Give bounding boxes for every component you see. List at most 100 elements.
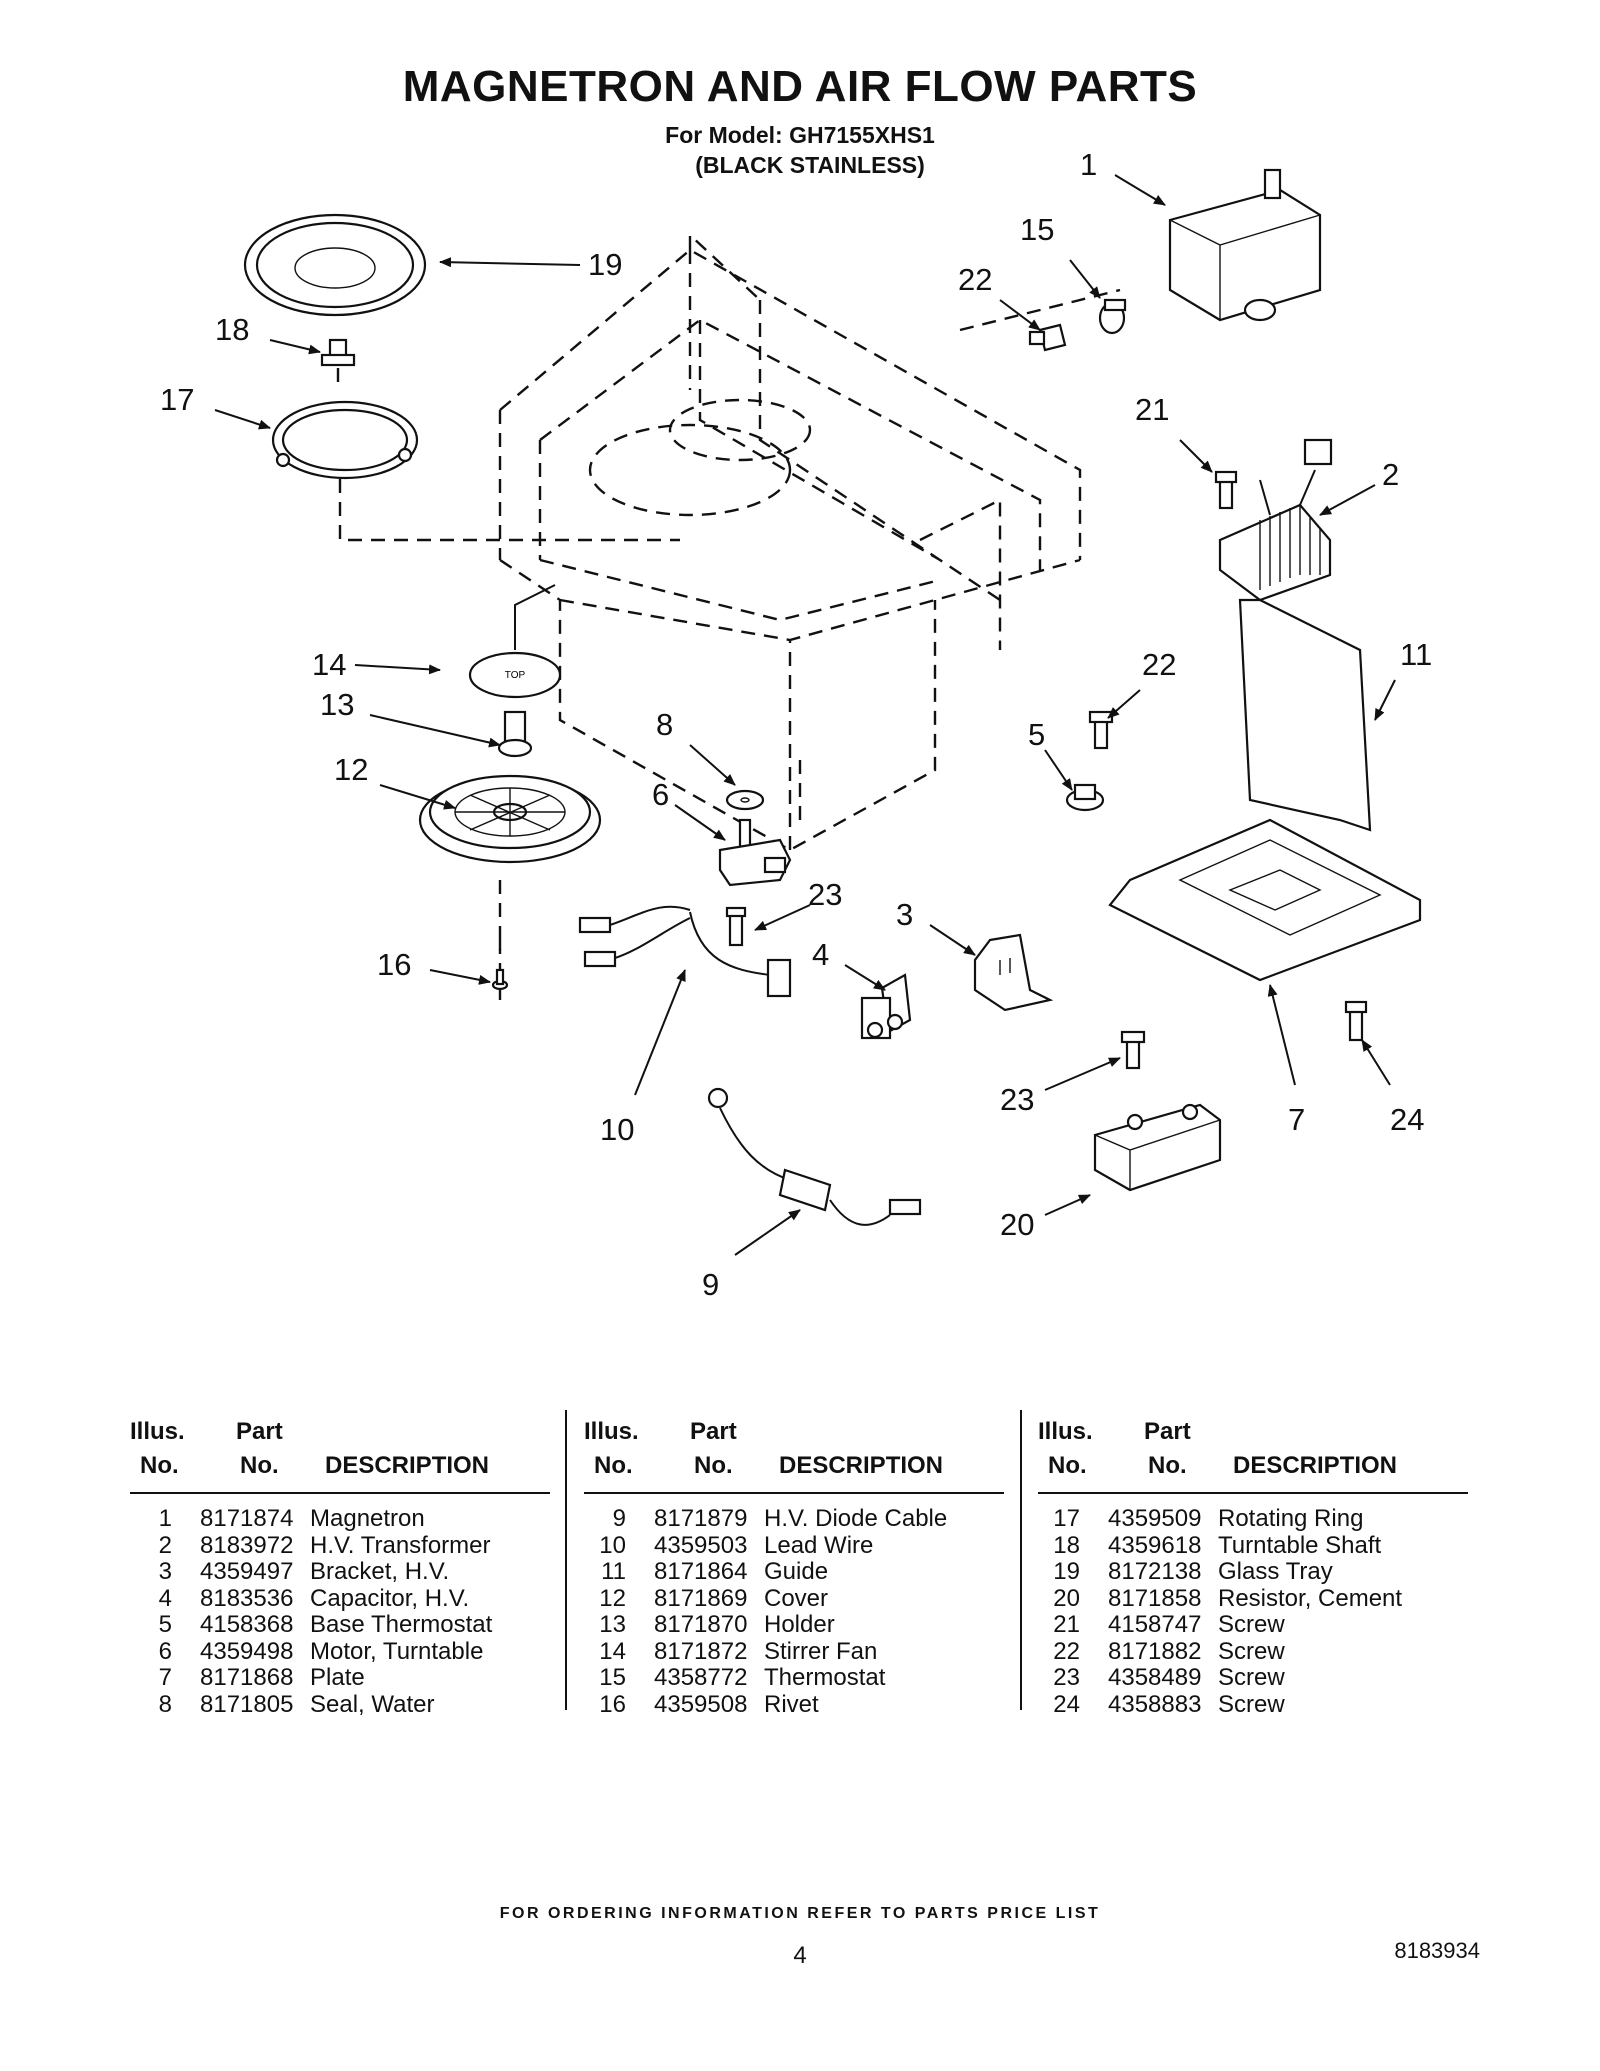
- document-number: 8183934: [1394, 1938, 1480, 1963]
- callout-17: 17: [160, 382, 194, 417]
- part-number: 4359497: [200, 1558, 294, 1585]
- part-description: Screw: [1218, 1690, 1285, 1718]
- part-description: Motor, Turntable: [310, 1637, 484, 1665]
- motor-screw: [725, 906, 747, 947]
- lead-wire: [578, 905, 792, 998]
- hv-diode-cable: [707, 1087, 922, 1226]
- part-description: Bracket, H.V.: [310, 1558, 450, 1585]
- callout-2: 2: [1382, 457, 1399, 492]
- illus-number: 21: [1053, 1611, 1080, 1638]
- table-row: 10 4359503 Lead Wire: [584, 1531, 1004, 1560]
- header-description: DESCRIPTION: [1233, 1452, 1398, 1479]
- part-number: 4359503: [654, 1531, 748, 1559]
- part-number: 8183536: [200, 1584, 294, 1612]
- part-description: Resistor, Cement: [1218, 1584, 1403, 1612]
- transformer-screw: [1214, 470, 1238, 510]
- page-title: MAGNETRON AND AIR FLOW PARTS: [402, 62, 1198, 111]
- page-number: 4: [793, 1942, 807, 1969]
- part-description: Thermostat: [764, 1664, 886, 1691]
- callout-21: 21: [1135, 392, 1169, 427]
- table-row: 24 4358883 Screw: [1038, 1690, 1458, 1719]
- callout-labels: 1 2 3 4 5 6 7 8 9 10 11 12 13 14 15 16 1…: [160, 147, 1432, 1302]
- part-number: 4359618: [1108, 1531, 1202, 1559]
- header-illus: Illus.: [130, 1418, 185, 1445]
- part-description: Screw: [1218, 1637, 1285, 1665]
- illus-number: 6: [158, 1637, 172, 1665]
- callout-6: 6: [652, 777, 669, 812]
- illus-number: 15: [599, 1664, 626, 1691]
- illus-number: 3: [158, 1558, 172, 1585]
- part-number: 8171869: [654, 1584, 748, 1612]
- part-number: 8183972: [200, 1531, 294, 1559]
- illus-number: 16: [599, 1690, 626, 1718]
- header-part: Part: [1144, 1418, 1191, 1445]
- illus-number: 24: [1053, 1690, 1080, 1718]
- stirrer-fan: TOP: [468, 584, 562, 699]
- illus-number: 17: [1053, 1505, 1080, 1532]
- callout-1: 1: [1080, 147, 1097, 182]
- callout-8: 8: [656, 707, 673, 742]
- part-description: Lead Wire: [764, 1531, 874, 1559]
- part-description: Screw: [1218, 1664, 1285, 1691]
- hv-transformer: [1218, 438, 1333, 602]
- header-illus: Illus.: [1038, 1418, 1093, 1445]
- illus-number: 13: [599, 1611, 626, 1638]
- part-number: 4359508: [654, 1690, 748, 1718]
- plate-screw: [1344, 1000, 1368, 1042]
- callout-22-mid: 22: [1142, 647, 1176, 682]
- part-number: 8171805: [200, 1690, 294, 1718]
- part-number: 4359498: [200, 1637, 294, 1665]
- rotating-ring: [271, 400, 419, 480]
- part-number: 4358772: [654, 1664, 748, 1691]
- column-divider: [565, 1410, 567, 1710]
- illus-number: 22: [1053, 1637, 1080, 1665]
- table-row: 15 4358772 Thermostat: [584, 1664, 1004, 1692]
- part-number: 8171882: [1108, 1637, 1202, 1665]
- hv-bracket: [973, 933, 1054, 1012]
- header-illus-no: No.: [1048, 1452, 1087, 1479]
- illus-number: 10: [599, 1531, 626, 1559]
- header-part-no: No.: [240, 1452, 279, 1479]
- part-number: 8172138: [1108, 1558, 1202, 1585]
- magnetron: [1168, 168, 1322, 322]
- part-description: Capacitor, H.V.: [310, 1584, 470, 1612]
- part-description: Plate: [310, 1664, 365, 1691]
- table-row: 3 4359497 Bracket, H.V.: [130, 1558, 550, 1586]
- callout-10: 10: [600, 1112, 634, 1147]
- base-thermostat-screw: [1088, 710, 1114, 750]
- callout-15: 15: [1020, 212, 1054, 247]
- callout-7: 7: [1288, 1102, 1305, 1137]
- part-description: Glass Tray: [1218, 1558, 1333, 1585]
- part-description: Holder: [764, 1611, 835, 1638]
- illus-number: 18: [1053, 1531, 1080, 1559]
- illus-number: 12: [599, 1584, 626, 1612]
- illus-number: 1: [158, 1505, 172, 1532]
- illus-number: 20: [1053, 1584, 1080, 1612]
- stirrer-cover: [418, 774, 602, 864]
- header-illus-no: No.: [140, 1452, 179, 1479]
- turntable-shaft: [320, 338, 356, 385]
- part-number: 4158747: [1108, 1611, 1202, 1638]
- part-number: 4358489: [1108, 1664, 1202, 1691]
- illus-number: 19: [1053, 1558, 1080, 1585]
- callout-23-motor: 23: [808, 877, 842, 912]
- part-description: Stirrer Fan: [764, 1637, 878, 1665]
- table-header: Illus. No. Part No. DESCRIPTION: [130, 1410, 550, 1494]
- part-number: 4358883: [1108, 1690, 1202, 1718]
- part-number: 8171879: [654, 1505, 748, 1532]
